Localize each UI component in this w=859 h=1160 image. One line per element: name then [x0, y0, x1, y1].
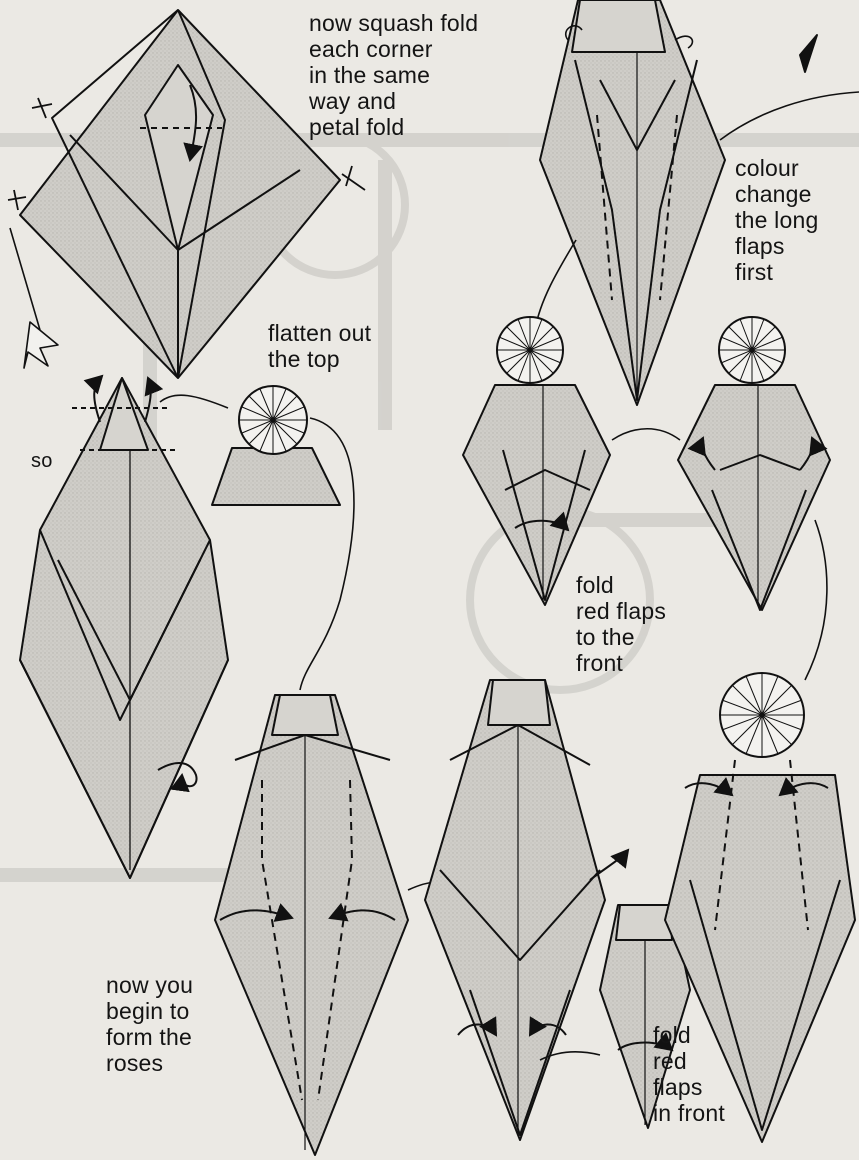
step-fold-red-flaps-right	[678, 317, 830, 610]
instruction-colour-change: colour change the long flaps first	[735, 155, 818, 285]
instruction-squash-fold: now squash fold each corner in the same …	[309, 10, 478, 140]
step-narrowed-rose	[425, 680, 628, 1140]
flip-up-arrow-left	[94, 376, 102, 422]
instruction-so: so	[31, 448, 53, 474]
instruction-begin-roses: now you begin to form the roses	[106, 972, 193, 1076]
step-begin-roses	[215, 695, 452, 1155]
instruction-flatten-top: flatten out the top	[268, 320, 371, 372]
instruction-fold-red-flaps-in-front: fold red flaps in front	[653, 1022, 725, 1126]
turn-over-arrow	[24, 322, 58, 368]
petal-mark-icon	[800, 35, 817, 72]
instruction-fold-red-flaps-front: fold red flaps to the front	[576, 572, 666, 676]
